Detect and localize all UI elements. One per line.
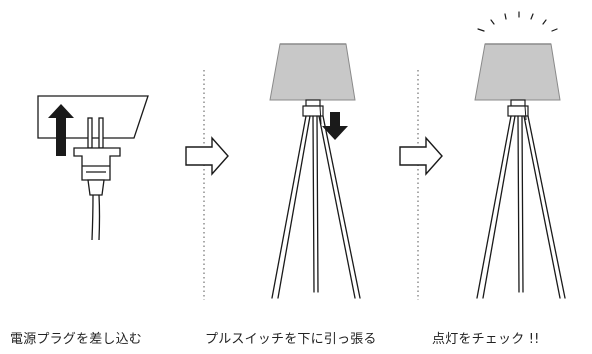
down-arrow-icon bbox=[322, 112, 348, 140]
step-3-lamp bbox=[474, 11, 566, 299]
plug bbox=[73, 117, 121, 196]
lamp-socket bbox=[302, 99, 324, 117]
lamp-shade bbox=[269, 43, 356, 101]
step-1-illustration bbox=[37, 95, 149, 241]
pull-chain bbox=[319, 105, 322, 125]
tripod-legs bbox=[476, 115, 566, 299]
step-2-lamp bbox=[269, 43, 361, 299]
next-arrow-icon bbox=[399, 136, 443, 176]
step-3-caption: 点灯をチェック !! bbox=[432, 332, 540, 347]
light-rays-icon bbox=[477, 11, 558, 32]
pull-chain bbox=[524, 105, 527, 121]
step-1-caption: 電源プラグを差し込む bbox=[10, 332, 143, 347]
power-cord bbox=[91, 194, 101, 241]
tripod-legs bbox=[271, 115, 361, 299]
step-2-caption: プルスイッチを下に引っ張る bbox=[205, 332, 377, 347]
lamp-shade bbox=[474, 43, 561, 101]
next-arrow-icon bbox=[185, 136, 229, 176]
up-arrow-icon bbox=[48, 104, 74, 156]
